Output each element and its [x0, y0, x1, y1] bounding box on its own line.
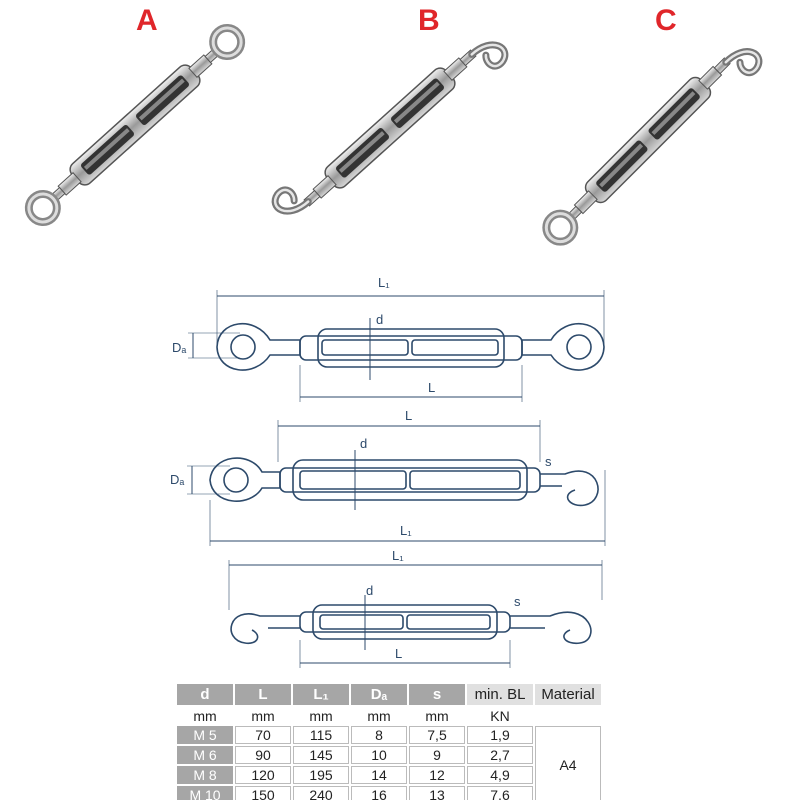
diagram-eye-hook	[187, 420, 606, 546]
cell-l1: 115	[293, 726, 349, 744]
cell-da: 16	[351, 786, 407, 800]
header-s: s	[409, 684, 465, 705]
photo-turnbuckle-hook-hook	[271, 17, 509, 239]
table-row: M 8 120 195 14 12 4,9	[177, 766, 601, 784]
dim-d-1: d	[376, 312, 383, 327]
cell-min-bl: 1,9	[467, 726, 533, 744]
cell-min-bl: 7,6	[467, 786, 533, 800]
dim-s-2: s	[545, 454, 552, 469]
cell-l: 120	[235, 766, 291, 784]
cell-d: M 5	[177, 726, 233, 744]
variant-label-a: A	[136, 4, 158, 37]
dim-l1-2: L₁	[400, 523, 412, 538]
cell-l1: 195	[293, 766, 349, 784]
cell-l1: 240	[293, 786, 349, 800]
cell-l: 90	[235, 746, 291, 764]
diagram-group	[187, 290, 606, 668]
table-row: M 6 90 145 10 9 2,7	[177, 746, 601, 764]
variant-label-c: C	[655, 4, 677, 37]
cell-s: 13	[409, 786, 465, 800]
cell-da: 14	[351, 766, 407, 784]
dim-s-3: s	[514, 594, 521, 609]
dim-l1-3: L₁	[392, 548, 404, 563]
product-photos-and-diagrams: L₁ d Dₐ L L d Dₐ s L₁ L₁ d s L	[0, 0, 800, 668]
cell-d: M 8	[177, 766, 233, 784]
table-row: M 10 150 240 16 13 7,6	[177, 786, 601, 800]
cell-l: 150	[235, 786, 291, 800]
diagram-hook-hook	[228, 560, 603, 668]
dim-da-1: Dₐ	[172, 340, 186, 355]
dim-d-3: d	[366, 583, 373, 598]
unit: mm	[367, 707, 391, 724]
cell-material: A4	[535, 726, 601, 800]
header-l1: L₁	[293, 684, 349, 705]
cell-min-bl: 2,7	[467, 746, 533, 764]
dim-d-2: d	[360, 436, 367, 451]
diagram-eye-eye	[188, 290, 605, 402]
cell-d: M 10	[177, 786, 233, 800]
cell-d: M 6	[177, 746, 233, 764]
cell-l1: 145	[293, 746, 349, 764]
cell-s: 12	[409, 766, 465, 784]
dim-da-2: Dₐ	[170, 472, 184, 487]
table-header-row: d L L₁ Dₐ s min. BL Material	[177, 684, 601, 705]
unit: mm	[309, 707, 333, 724]
cell-s: 9	[409, 746, 465, 764]
dim-l-1: L	[428, 380, 435, 395]
header-d: d	[177, 684, 233, 705]
header-da: Dₐ	[351, 684, 407, 705]
spec-table: d L L₁ Dₐ s min. BL Material mm mm mm mm…	[175, 682, 603, 800]
header-material: Material	[535, 684, 601, 705]
cell-da: 10	[351, 746, 407, 764]
header-min-bl: min. BL	[467, 684, 533, 705]
unit: mm	[251, 707, 275, 724]
cell-min-bl: 4,9	[467, 766, 533, 784]
table-row: M 5 70 115 8 7,5 1,9 A4	[177, 726, 601, 800]
unit: mm	[425, 707, 449, 724]
dim-l1-1: L₁	[378, 275, 390, 290]
cell-l: 70	[235, 726, 291, 744]
photo-turnbuckle-eye-hook	[541, 33, 764, 256]
cell-s: 7,5	[409, 726, 465, 744]
cell-da: 8	[351, 726, 407, 744]
photo-turnbuckle-eye-eye	[23, 22, 247, 227]
variant-label-b: B	[418, 4, 440, 37]
unit: KN	[490, 707, 510, 724]
dim-l-3: L	[395, 646, 402, 661]
header-l: L	[235, 684, 291, 705]
dim-l-2: L	[405, 408, 412, 423]
table-units-row: mm mm mm mm mm KN	[177, 707, 601, 724]
unit: mm	[193, 707, 217, 724]
